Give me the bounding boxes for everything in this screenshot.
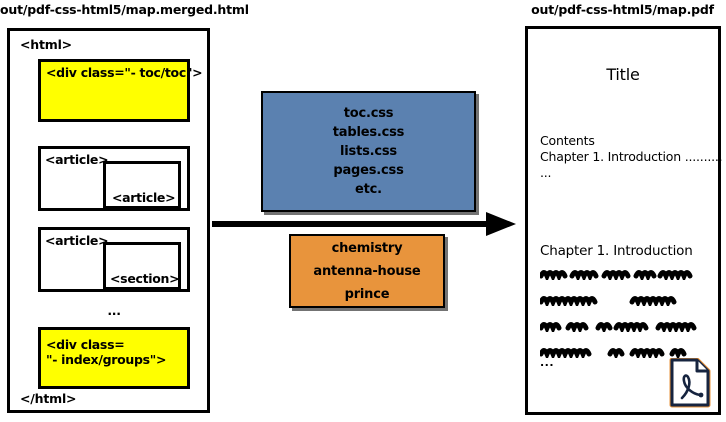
- scribble-line: [538, 270, 693, 283]
- right-file-path-caption: out/pdf-css-html5/map.pdf: [531, 2, 714, 17]
- pdf-contents-entry: Chapter 1. Introduction .......... 3: [540, 149, 726, 164]
- pdf-table-of-contents: Contents Chapter 1. Introduction .......…: [540, 133, 726, 181]
- formatter-engine-item: antenna-house: [313, 263, 421, 279]
- node-box-article-1: <article> <article>: [38, 146, 190, 211]
- node-box-inner-section: <section>: [103, 242, 181, 290]
- html-open-tag: <html>: [20, 37, 72, 52]
- stylesheet-item: toc.css: [343, 106, 394, 121]
- right-arrow-icon: [212, 212, 516, 236]
- node-box-article-2: <article> <section>: [38, 227, 190, 292]
- stylesheet-item: tables.css: [332, 125, 405, 140]
- pdf-contents-heading: Contents: [540, 133, 595, 148]
- stylesheet-item: lists.css: [340, 144, 397, 159]
- left-file-path-caption: out/pdf-css-html5/map.merged.html: [0, 2, 249, 17]
- node-label-inner-section: <section>: [110, 271, 180, 286]
- pdf-chapter-heading: Chapter 1. Introduction: [540, 243, 693, 259]
- scribble-line: [538, 322, 697, 335]
- pdf-contents-ellipsis: ...: [540, 165, 552, 180]
- stylesheet-item: pages.css: [333, 163, 404, 178]
- formatter-engine-box: chemistry antenna-house prince: [289, 234, 445, 308]
- pdf-file-icon: [669, 358, 711, 408]
- html-close-tag: </html>: [20, 391, 77, 406]
- node-box-toc: <div class="- toc/toc">: [38, 59, 203, 122]
- node-label-inner-article: <article>: [112, 190, 176, 205]
- node-label-index-groups: <div class= "- index/groups">: [46, 337, 167, 367]
- merged-html-document-panel: <html> <div class="- toc/toc"> <article>…: [7, 28, 210, 413]
- node-box-inner-article: <article>: [103, 161, 181, 209]
- node-label-article-1: <article>: [45, 152, 109, 167]
- pdf-body-text-placeholder: [538, 267, 708, 371]
- scribble-line: [538, 296, 677, 309]
- node-box-index-groups: <div class= "- index/groups">: [38, 327, 190, 389]
- pdf-body-ellipsis: ...: [540, 356, 555, 369]
- formatter-engine-item: prince: [344, 286, 390, 302]
- stylesheet-list-box: toc.css tables.css lists.css pages.css e…: [261, 91, 476, 212]
- node-label-toc: <div class="- toc/toc">: [46, 65, 203, 80]
- formatter-engine-item: chemistry: [331, 240, 403, 256]
- pdf-output-panel: Title Contents Chapter 1. Introduction .…: [525, 26, 726, 415]
- node-label-article-2: <article>: [45, 233, 109, 248]
- pdf-title: Title: [606, 65, 640, 84]
- stylesheet-item: etc.: [355, 182, 382, 197]
- html-panel-ellipsis: ...: [107, 303, 121, 318]
- scribble-line: [538, 348, 687, 361]
